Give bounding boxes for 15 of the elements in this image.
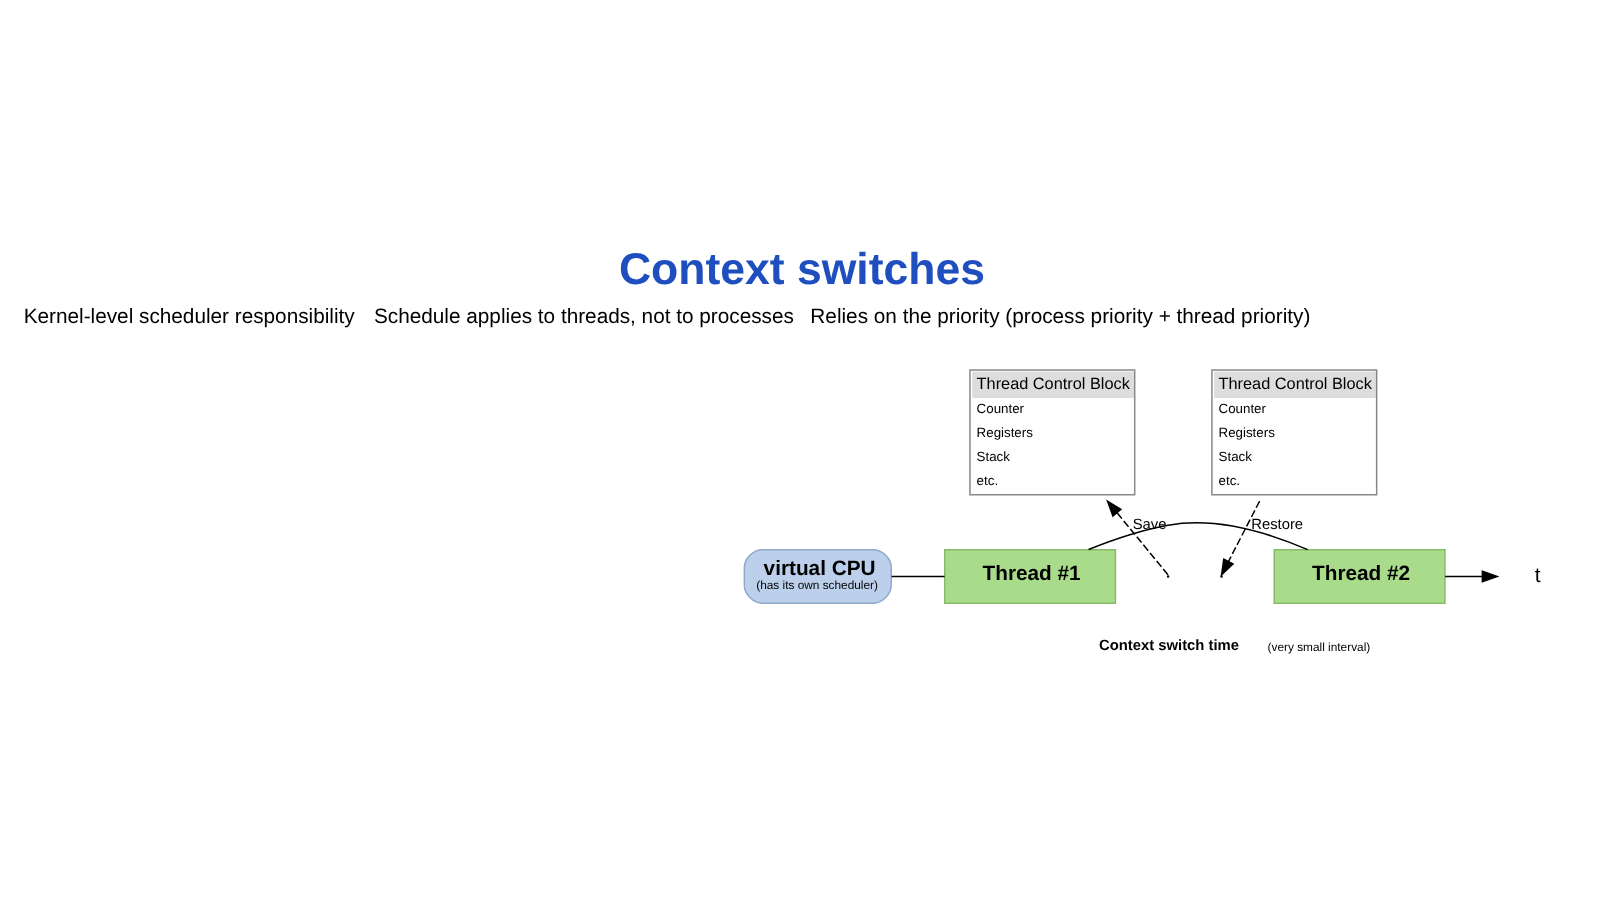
- label: Relies on the priority (process priority + thread priority): [810, 305, 1311, 328]
- node-text: t: [1534, 564, 1541, 587]
- connector: [1087, 521, 1309, 550]
- label: Kernel-level scheduler responsibility: [23, 305, 355, 328]
- label: Context switch time: [1099, 634, 1240, 653]
- node-box: Thread #2: [1273, 547, 1446, 603]
- connector: [890, 574, 946, 577]
- arrow: [1220, 499, 1261, 576]
- edge-label: Save: [1132, 513, 1167, 532]
- arrow: [1444, 569, 1500, 582]
- node-box: Thread #1: [944, 547, 1117, 603]
- diagram-title: Context switches: [618, 243, 985, 294]
- edge-label: Restore: [1251, 513, 1304, 532]
- arrow: [1106, 498, 1169, 575]
- label: Schedule applies to threads, not to processes: [374, 305, 794, 328]
